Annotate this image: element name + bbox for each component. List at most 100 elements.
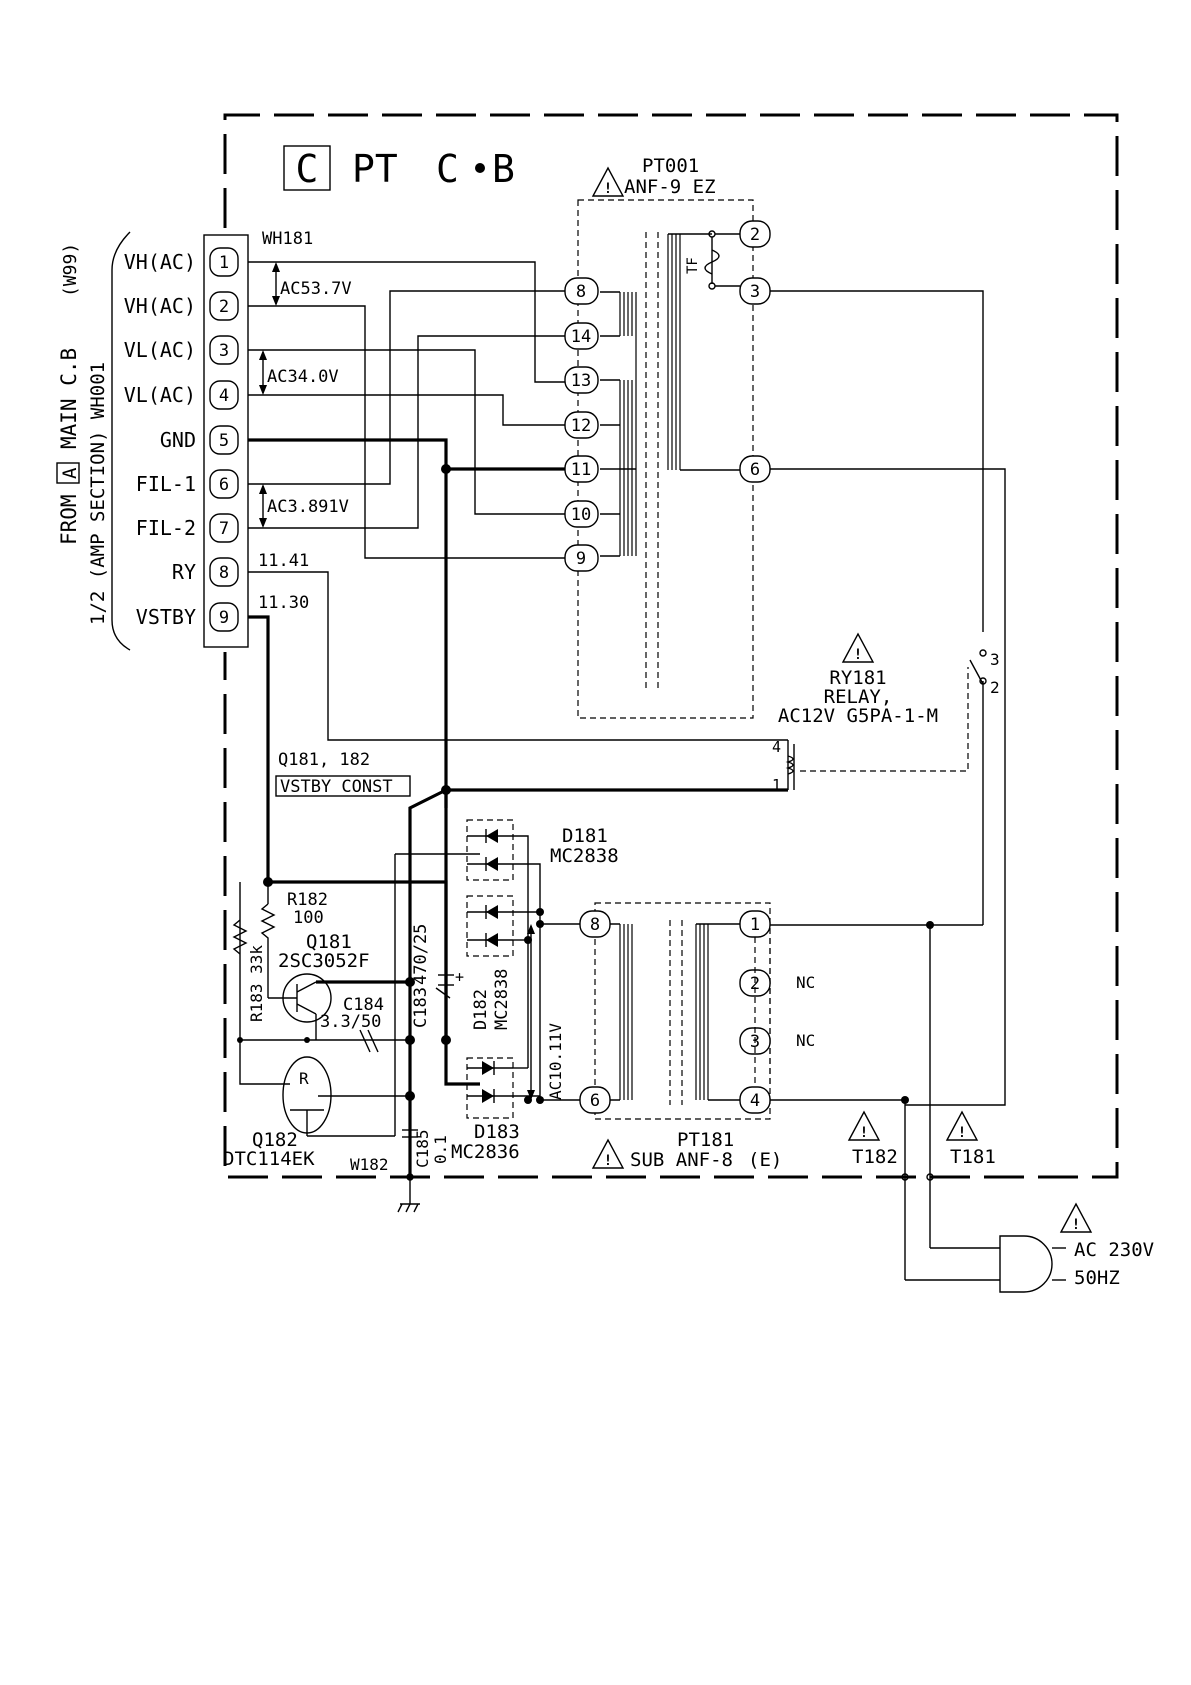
- c184-ref: C184: [343, 995, 384, 1015]
- pt181-warning-mark: !: [604, 1153, 612, 1169]
- pt181-pin-8: 8: [579, 910, 611, 938]
- pt181-pin-number: 6: [590, 1091, 600, 1111]
- pt181-primary-pin-number: 4: [750, 1091, 760, 1111]
- d183-diode: [467, 1061, 513, 1075]
- transformer-pt001: PT001 ! ANF-9 EZ: [564, 155, 771, 719]
- t181-label: T181: [950, 1146, 996, 1168]
- pt001-pin-8: 8: [564, 277, 599, 305]
- connector-pin-label: FIL-1: [136, 472, 196, 496]
- board-name-pt: PT: [352, 147, 398, 191]
- pt001-outline: [577, 199, 754, 719]
- board-letter-box: [283, 145, 331, 191]
- w182-ref: W182: [350, 1155, 389, 1174]
- connector-pin-number: 5: [219, 431, 229, 451]
- relay-warning-icon: [841, 632, 875, 663]
- pt001-tf-label: TF: [685, 257, 701, 274]
- d181-part: MC2838: [550, 845, 619, 867]
- relay-coil-pin-4: 4: [772, 738, 781, 756]
- mains-plug: ! AC 230V 50HZ: [999, 1202, 1154, 1293]
- d181-package: [466, 819, 514, 881]
- connector-pin-label: VH(AC): [124, 294, 196, 318]
- connector-pin-number: 2: [219, 297, 229, 317]
- connector-pin-2: 2 VH(AC): [124, 291, 239, 321]
- board-title: C PT C B: [283, 145, 515, 191]
- pt001-pin-number: 8: [576, 282, 586, 302]
- board-letter: C: [296, 147, 319, 191]
- relay-contact-2: 2: [990, 678, 1000, 697]
- title-separator-dot: [475, 163, 485, 173]
- voltage-vstby: 11.30: [258, 593, 309, 613]
- t181-warning-icon: [945, 1110, 979, 1141]
- diode-bridges: D181 MC2838 D182 MC2838 D183 MC2836: [451, 819, 619, 1163]
- plug-icon: [999, 1235, 1053, 1293]
- d183-diode: [467, 1089, 513, 1103]
- relay-spec: AC12V G5PA-1-M: [778, 705, 938, 727]
- d182-package: [466, 895, 514, 957]
- pt181-secondary-voltage: AC10.11V: [546, 1023, 565, 1100]
- connector-pin-8: 8 RY: [172, 557, 239, 587]
- side-label-line2: 1/2 (AMP SECTION) WH001: [87, 362, 109, 625]
- connector-wires: [248, 261, 788, 882]
- pt001-warning-mark: !: [604, 181, 612, 197]
- pt181-warning-icon: [591, 1138, 625, 1169]
- pt181-primary-pin-4: 4: [739, 1086, 771, 1114]
- regulator-function-box: [275, 775, 411, 797]
- pt001-primary-pin-number: 3: [750, 282, 760, 302]
- connector-pin-1: 1VH(AC): [124, 247, 239, 277]
- t182-label: T182: [852, 1146, 898, 1168]
- t182-warning-mark: !: [860, 1125, 868, 1141]
- relay-ref: RY181: [829, 667, 886, 689]
- side-label-main-cb: MAIN C.B: [57, 348, 81, 449]
- pt001-ref: PT001: [642, 155, 699, 177]
- pt001-pin-13: 13: [564, 366, 599, 394]
- connector-pin-7: 7 FIL-2: [136, 513, 239, 543]
- d181-ref: D181: [562, 825, 608, 847]
- q181-part: 2SC3052F: [278, 950, 370, 972]
- voltage-vl: AC34.0V: [267, 367, 339, 387]
- d182-diode: [467, 933, 513, 947]
- side-label-box: [56, 462, 80, 484]
- pt181-primary-pin-number: 2: [750, 974, 760, 994]
- r182-ref: R182: [287, 890, 328, 910]
- pt181-pin-number: 8: [590, 915, 600, 935]
- voltage-markers: AC53.7V AC34.0V AC3.891V 11.41 11.30: [258, 262, 352, 613]
- connector-pin-number: 3: [219, 341, 229, 361]
- pt181-nc-2: NC: [796, 973, 815, 992]
- regulator-function: VSTBY CONST: [280, 777, 393, 797]
- r182-resistor: [260, 903, 276, 958]
- connector-pin-label: FIL-2: [136, 516, 196, 540]
- pt181-variant: (E): [748, 1149, 782, 1171]
- relay-type: RELAY,: [824, 686, 893, 708]
- pt181-nc-3: NC: [796, 1031, 815, 1050]
- c184-value: 3.3/50: [320, 1012, 381, 1032]
- mains-terminals: ! T182 ! T181: [847, 1110, 996, 1181]
- c183-plus: +: [455, 968, 464, 986]
- pt181-ref: PT181: [677, 1129, 734, 1151]
- connector-pin-number: 1: [219, 253, 229, 273]
- pt001-warning-icon: [591, 166, 625, 197]
- connector-pin-label: RY: [172, 560, 196, 584]
- connector-pin-label: GND: [160, 428, 196, 452]
- pt001-pin-12: 12: [564, 411, 599, 439]
- pt001-primary-pin-3: 3: [739, 277, 771, 305]
- d183-part: MC2836: [451, 1141, 520, 1163]
- relay-warning-mark: !: [854, 647, 862, 663]
- connector-pin-4: 4VL(AC): [124, 380, 239, 410]
- connector-pin-number: 8: [219, 563, 229, 583]
- voltage-vh: AC53.7V: [280, 279, 352, 299]
- relay-ry181: ! RY181 RELAY, AC12V G5PA-1-M 4 1: [772, 632, 969, 794]
- pt001-pin-number: 9: [576, 549, 586, 569]
- plug-warning-icon: [1059, 1202, 1093, 1233]
- connector-pin-number: 7: [219, 519, 229, 539]
- connector-pin-label: VL(AC): [124, 383, 196, 407]
- connector-ref: WH181: [262, 229, 313, 249]
- pt181-primary-wiring: [770, 1096, 1000, 1281]
- c185-value: 0.1: [431, 1135, 450, 1164]
- c185-ref: C185: [413, 1129, 432, 1168]
